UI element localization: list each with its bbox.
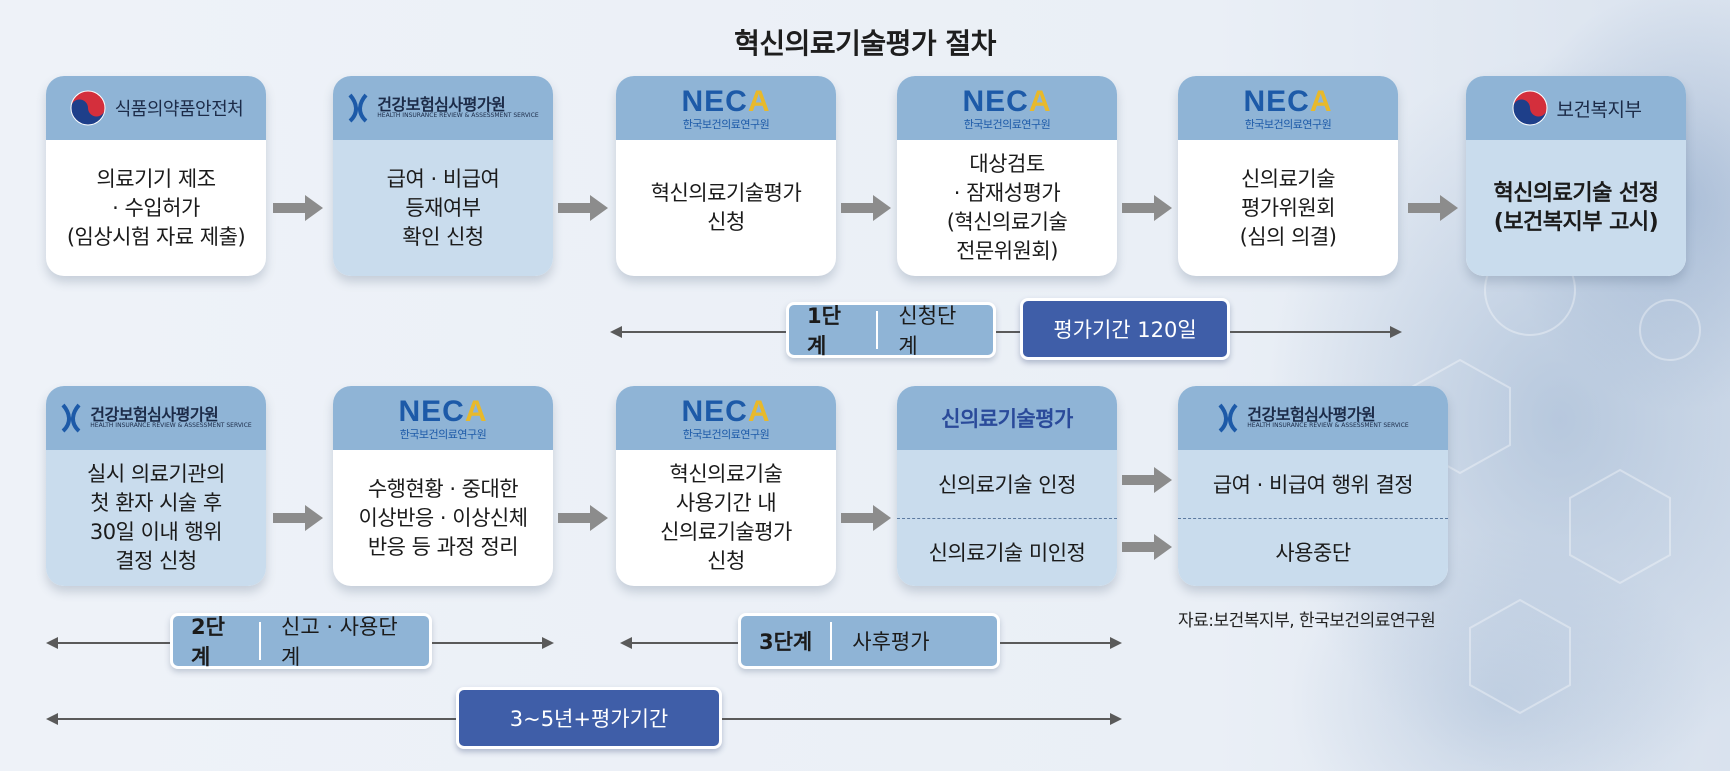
step-text: 신의료기술 평가위원회 (심의 의결) bbox=[1239, 166, 1337, 249]
source-note: 자료:보건복지부, 한국보건의료연구원 bbox=[1178, 611, 1436, 631]
step-text: 혁신의료기술평가 신청 bbox=[650, 181, 802, 234]
stage-3-badge: 3단계 사후평가 bbox=[738, 613, 1000, 669]
hira-logo-icon bbox=[61, 403, 81, 433]
outcome-approved: 신의료기술 인정 bbox=[897, 450, 1117, 519]
timeline-line bbox=[996, 331, 1020, 333]
card-neca-committee: NECA 한국보건의료연구원 신의료기술 평가위원회 (심의 의결) bbox=[1178, 76, 1398, 276]
step-text: 급여 · 비급여 등재여부 확인 신청 bbox=[333, 140, 553, 276]
arrowhead-left-icon bbox=[46, 637, 58, 649]
card-neca-summary: NECA 한국보건의료연구원 수행현황 · 중대한 이상반응 · 이상신체 반응… bbox=[333, 386, 553, 586]
stage-label: 신청단계 bbox=[898, 304, 957, 358]
stage-number: 1단계 bbox=[807, 304, 841, 358]
stage-1-badge: 1단계 신청단계 bbox=[786, 302, 996, 358]
org-name: 식품의약품안전처 bbox=[114, 99, 244, 120]
neca-logo: NECA 한국보건의료연구원 bbox=[681, 84, 771, 131]
org-subtitle: HEALTH INSURANCE REVIEW & ASSESSMENT SER… bbox=[377, 112, 539, 119]
neca-logo: NECA 한국보건의료연구원 bbox=[962, 84, 1052, 131]
stage-number: 2단계 bbox=[191, 615, 225, 669]
stage-label: 사후평가 bbox=[852, 630, 930, 654]
step-text: 대상검토 · 잠재성평가 (혁신의료기술 전문위원회) bbox=[946, 152, 1068, 263]
card-header: NECA 한국보건의료연구원 bbox=[616, 76, 836, 140]
step-text: 혁신의료기술 선정 (보건복지부 고시) bbox=[1466, 140, 1686, 276]
outcome-discontinue: 사용중단 bbox=[1275, 541, 1351, 566]
card-header: NECA 한국보건의료연구원 bbox=[333, 386, 553, 450]
timeline-line bbox=[616, 331, 786, 333]
card-neca-reapply: NECA 한국보건의료연구원 혁신의료기술 사용기간 내 신의료기술평가 신청 bbox=[616, 386, 836, 586]
org-name: 건강보험심사평가원 bbox=[377, 95, 506, 114]
diagram-title: 혁신의료기술평가 절차 bbox=[734, 27, 996, 60]
step-text: 의료기기 제조 · 수입허가 (임상시험 자료 제출) bbox=[66, 166, 246, 249]
card-hira-listing: 건강보험심사평가원 HEALTH INSURANCE REVIEW & ASSE… bbox=[333, 76, 553, 276]
card-header: 건강보험심사평가원 HEALTH INSURANCE REVIEW & ASSE… bbox=[1178, 386, 1448, 450]
period-total: 3~5년+평가기간 bbox=[456, 687, 722, 749]
step-text: 혁신의료기술 사용기간 내 신의료기술평가 신청 bbox=[660, 462, 792, 573]
timeline-line bbox=[52, 642, 170, 644]
flow-arrow-icon bbox=[273, 195, 323, 221]
timeline-line bbox=[432, 642, 542, 644]
org-subtitle: HEALTH INSURANCE REVIEW & ASSESSMENT SER… bbox=[1247, 422, 1409, 429]
step-text: 수행현황 · 중대한 이상반응 · 이상신체 반응 등 과정 정리 bbox=[358, 476, 528, 559]
hira-logo-icon bbox=[1218, 403, 1238, 433]
flow-arrow-icon bbox=[1122, 467, 1172, 493]
flow-arrow-icon bbox=[273, 505, 323, 531]
card-header: NECA 한국보건의료연구원 bbox=[616, 386, 836, 450]
org-name: 건강보험심사평가원 bbox=[1247, 405, 1376, 424]
timeline-line bbox=[1000, 642, 1110, 644]
org-name: 신의료기술평가 bbox=[941, 407, 1073, 431]
arrowhead-right-icon bbox=[1110, 637, 1122, 649]
card-header: NECA 한국보건의료연구원 bbox=[897, 76, 1117, 140]
card-hira-decision: 건강보험심사평가원 HEALTH INSURANCE REVIEW & ASSE… bbox=[46, 386, 266, 586]
timeline-line bbox=[52, 718, 456, 720]
stage-number: 3단계 bbox=[759, 630, 813, 654]
arrowhead-left-icon bbox=[620, 637, 632, 649]
arrowhead-left-icon bbox=[46, 713, 58, 725]
flow-arrow-icon bbox=[1122, 534, 1172, 560]
timeline-line bbox=[722, 718, 1110, 720]
card-header: 식품의약품안전처 bbox=[46, 76, 266, 140]
flow-arrow-icon bbox=[558, 505, 608, 531]
org-name: 건강보험심사평가원 bbox=[90, 405, 219, 424]
divider bbox=[830, 622, 833, 660]
card-header: 건강보험심사평가원 HEALTH INSURANCE REVIEW & ASSE… bbox=[46, 386, 266, 450]
flow-arrow-icon bbox=[558, 195, 608, 221]
flow-arrow-icon bbox=[841, 505, 891, 531]
hira-logo-icon bbox=[348, 93, 368, 123]
card-neca-review: NECA 한국보건의료연구원 대상검토 · 잠재성평가 (혁신의료기술 전문위원… bbox=[897, 76, 1117, 276]
taegeuk-logo-icon bbox=[70, 90, 106, 126]
neca-logo: NECA 한국보건의료연구원 bbox=[681, 394, 771, 441]
card-header: 신의료기술평가 bbox=[897, 386, 1117, 450]
stage-2-badge: 2단계 신고 · 사용단계 bbox=[170, 613, 432, 669]
arrowhead-left-icon bbox=[610, 326, 622, 338]
flow-arrow-icon bbox=[1122, 195, 1172, 221]
timeline-line bbox=[1230, 331, 1390, 333]
card-header: NECA 한국보건의료연구원 bbox=[1178, 76, 1398, 140]
divider bbox=[876, 311, 879, 349]
arrowhead-right-icon bbox=[542, 637, 554, 649]
neca-logo: NECA 한국보건의료연구원 bbox=[398, 394, 488, 441]
card-header: 보건복지부 bbox=[1466, 76, 1686, 140]
timeline-line bbox=[626, 642, 738, 644]
org-subtitle: HEALTH INSURANCE REVIEW & ASSESSMENT SER… bbox=[90, 422, 252, 429]
step-text: 실시 의료기관의 첫 환자 시술 후 30일 이내 행위 결정 신청 bbox=[46, 450, 266, 586]
divider bbox=[259, 622, 262, 660]
arrowhead-right-icon bbox=[1110, 713, 1122, 725]
card-neca-apply: NECA 한국보건의료연구원 혁신의료기술평가 신청 bbox=[616, 76, 836, 276]
outcome-rejected: 신의료기술 미인정 bbox=[928, 541, 1086, 566]
card-new-tech-eval: 신의료기술평가 신의료기술 인정 신의료기술 미인정 bbox=[897, 386, 1117, 586]
outcome-benefit-decision: 급여 · 비급여 행위 결정 bbox=[1178, 450, 1448, 519]
neca-logo: NECA 한국보건의료연구원 bbox=[1243, 84, 1333, 131]
card-mohw: 보건복지부 혁신의료기술 선정 (보건복지부 고시) bbox=[1466, 76, 1686, 276]
flow-arrow-icon bbox=[841, 195, 891, 221]
flow-arrow-icon bbox=[1408, 195, 1458, 221]
card-mfds: 식품의약품안전처 의료기기 제조 · 수입허가 (임상시험 자료 제출) bbox=[46, 76, 266, 276]
org-name: 보건복지부 bbox=[1556, 98, 1642, 121]
period-120-days: 평가기간 120일 bbox=[1020, 298, 1230, 360]
card-hira-final: 건강보험심사평가원 HEALTH INSURANCE REVIEW & ASSE… bbox=[1178, 386, 1448, 586]
arrowhead-right-icon bbox=[1390, 326, 1402, 338]
stage-label: 신고 · 사용단계 bbox=[281, 615, 398, 669]
taegeuk-logo-icon bbox=[1512, 90, 1548, 126]
card-header: 건강보험심사평가원 HEALTH INSURANCE REVIEW & ASSE… bbox=[333, 76, 553, 140]
